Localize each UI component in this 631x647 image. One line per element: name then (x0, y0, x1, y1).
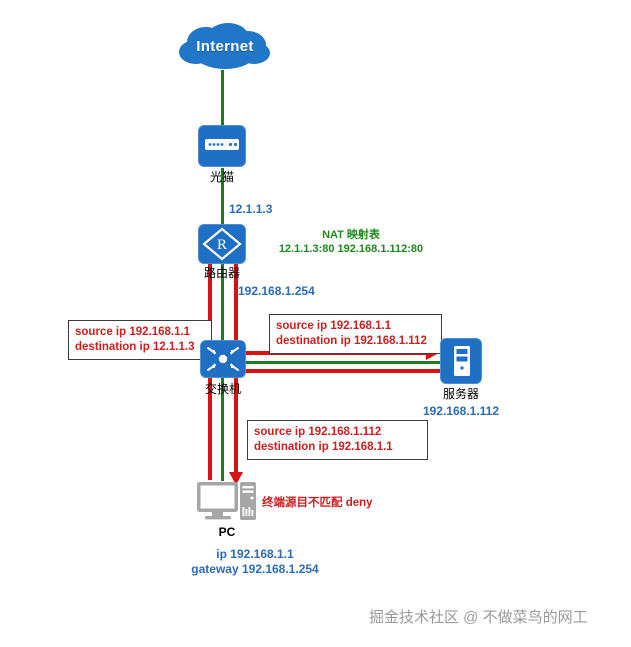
note-left-packet: source ip 192.168.1.1 destination ip 12.… (68, 320, 212, 360)
pc-ip-config: ip 192.168.1.1 (216, 547, 294, 561)
arrow-down-to-pc-icon (229, 472, 243, 485)
server-ip-label: 192.168.1.112 (422, 404, 500, 418)
note-left-packet-line1: source ip 192.168.1.1 (75, 326, 191, 338)
pc-icon (197, 482, 256, 520)
server-icon (454, 346, 470, 376)
pc-gateway-config: gateway 192.168.1.254 (191, 562, 319, 576)
note-right-packet-line1: source ip 192.168.1.1 (276, 320, 392, 332)
note-return-packet-line1: source ip 192.168.1.112 (254, 426, 382, 438)
watermark-text: 掘金技术社区 @ 不做菜鸟的网工 (369, 609, 588, 626)
modem-icon (205, 139, 239, 150)
internet-cloud-node: Internet (176, 22, 274, 70)
link-switch-server-green (243, 361, 443, 364)
router-icon: R (202, 227, 242, 261)
gateway-ip-label: 192.168.1.254 (238, 284, 315, 298)
router-node: R (198, 224, 246, 264)
svg-text:R: R (217, 237, 227, 253)
pc-label: PC (218, 525, 236, 539)
router-label: 路由器 (203, 266, 240, 280)
link-internet-modem (221, 70, 224, 125)
nat-table-entry: 12.1.1.3:80 192.168.1.112:80 (278, 243, 424, 255)
note-left-packet-line2: destination ip 12.1.1.3 (75, 341, 195, 353)
link-switch-pc-green (221, 378, 224, 481)
link-modem-router (221, 168, 224, 225)
modem-label: 光猫 (209, 170, 234, 184)
flow-server-to-switch (236, 369, 443, 373)
switch-node (200, 340, 246, 378)
pc-node (196, 479, 258, 532)
server-label: 服务器 (442, 387, 479, 401)
switch-label: 交换机 (204, 382, 241, 396)
internet-label: Internet (196, 37, 254, 55)
note-return-packet-line2: destination ip 192.168.1.1 (254, 441, 393, 453)
cloud-icon (179, 23, 270, 69)
wan-ip-label: 12.1.1.3 (229, 202, 273, 216)
server-node (440, 338, 482, 384)
note-right-packet-line2: destination ip 192.168.1.112 (276, 335, 427, 347)
note-right-packet: source ip 192.168.1.1 destination ip 192… (269, 314, 442, 354)
nat-table-title: NAT 映射表 (322, 229, 380, 241)
link-router-switch-green (221, 262, 224, 341)
pc-deny-status: 终端源目不匹配 deny (262, 497, 373, 509)
modem-node (198, 125, 246, 167)
note-return-packet: source ip 192.168.1.112 destination ip 1… (247, 420, 428, 460)
switch-icon (207, 347, 239, 371)
